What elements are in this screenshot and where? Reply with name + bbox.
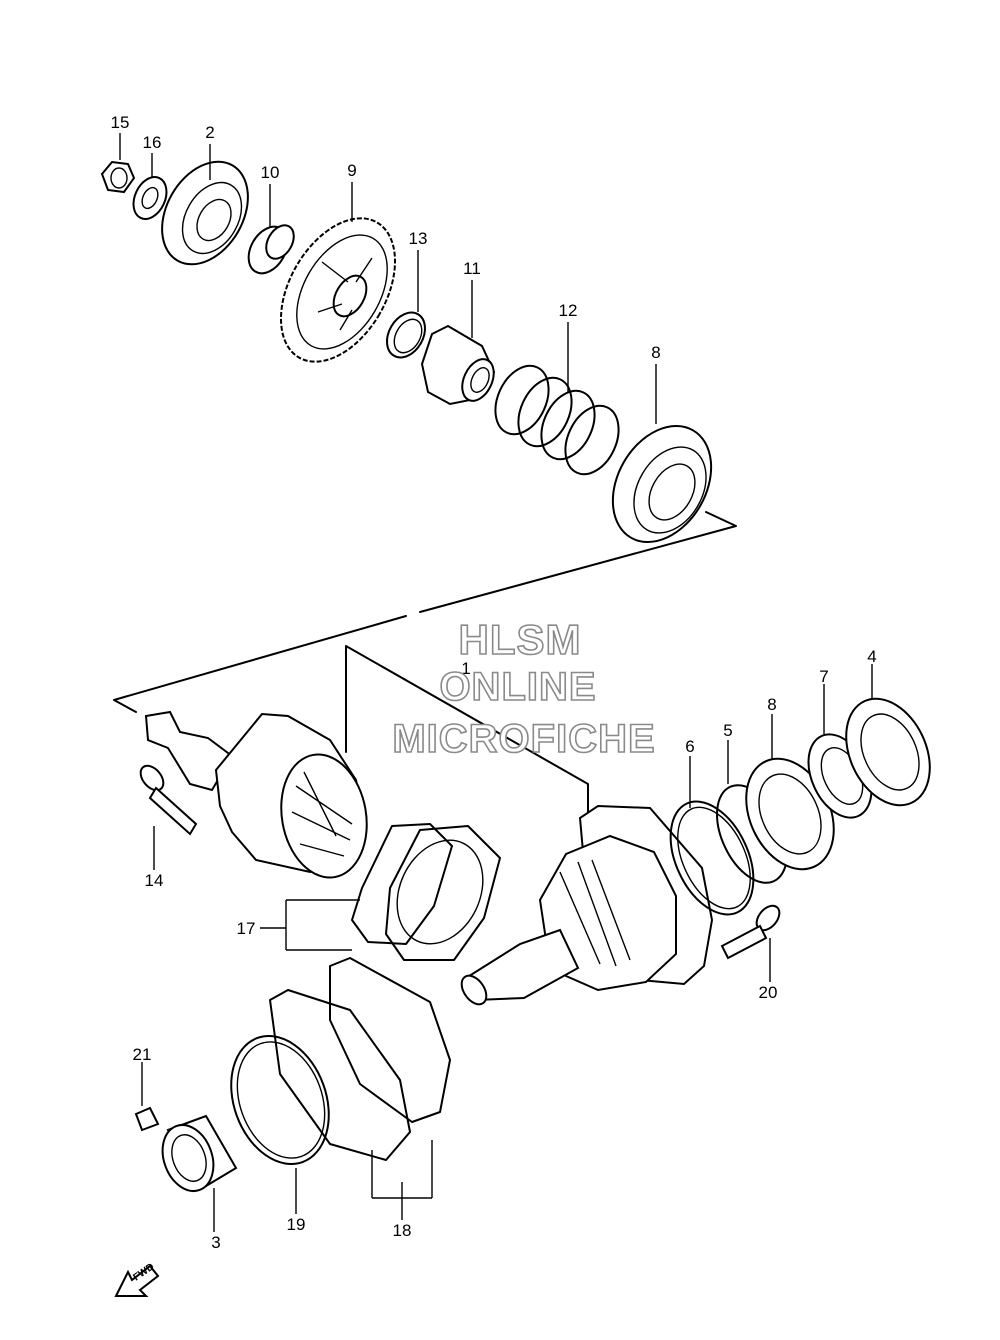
part-18-gaskets[interactable] (269, 957, 451, 1161)
part-15-nut[interactable] (100, 160, 136, 194)
part-1-shaft-housing[interactable] (144, 710, 376, 884)
callout-11: 11 (463, 259, 481, 278)
part-16-washer[interactable] (127, 172, 173, 225)
callout-3: 3 (211, 1233, 220, 1252)
callout-13: 13 (409, 229, 428, 248)
callout-9: 9 (347, 161, 356, 180)
callout-6: 6 (685, 737, 694, 756)
part-13-circlip[interactable] (379, 306, 432, 365)
callout-2: 2 (205, 123, 214, 142)
part-2-bearing[interactable] (145, 146, 266, 279)
callout-19: 19 (287, 1215, 306, 1234)
part-12-spring[interactable] (485, 357, 629, 483)
part-8-lower-bearing[interactable] (729, 745, 851, 884)
callout-21: 21 (133, 1045, 152, 1064)
part-19-o-ring[interactable] (214, 1022, 346, 1178)
watermark-line-1: HLSM (459, 616, 582, 663)
callout-15: 15 (111, 113, 130, 132)
part-21-pin[interactable] (134, 1106, 160, 1132)
callout-16: 16 (143, 133, 162, 152)
callout-18: 18 (393, 1221, 412, 1240)
watermark: HLSM ONLINE MICROFICHE (392, 615, 656, 762)
part-3-needle-bearing[interactable] (154, 1114, 238, 1198)
assembly-boundary-line (113, 511, 737, 713)
part-20-bolt[interactable] (720, 901, 784, 960)
leader-lines (119, 133, 873, 1232)
part-9-gear[interactable] (257, 198, 418, 381)
callout-8-lower: 8 (767, 695, 776, 714)
callout-14: 14 (145, 871, 164, 890)
callout-20: 20 (759, 983, 778, 1002)
part-11-cam[interactable] (420, 324, 500, 406)
callout-5: 5 (723, 721, 732, 740)
part-6-o-ring[interactable] (654, 788, 770, 927)
part-8-upper-bearing[interactable] (593, 408, 731, 559)
callout-7: 7 (819, 667, 828, 686)
part-1-gear-housing[interactable] (457, 804, 714, 1009)
callout-12: 12 (559, 301, 578, 320)
part-4-ring-nut[interactable] (830, 685, 946, 819)
watermark-line-2: ONLINE (439, 665, 596, 709)
callout-17: 17 (237, 919, 256, 938)
callout-10: 10 (261, 163, 280, 182)
part-10-bushing[interactable] (241, 220, 300, 280)
callout-1: 1 (461, 659, 470, 678)
callout-labels: 15 16 2 10 9 13 11 12 8 1 4 7 8 5 6 14 1… (111, 113, 877, 1252)
watermark-line-3: MICROFICHE (392, 717, 655, 761)
callout-4: 4 (867, 647, 876, 666)
callout-8-upper: 8 (651, 343, 660, 362)
part-17-gaskets[interactable] (351, 823, 501, 961)
part-14-bolt[interactable] (136, 761, 198, 836)
fwd-arrow-icon: FWD (114, 1261, 160, 1297)
